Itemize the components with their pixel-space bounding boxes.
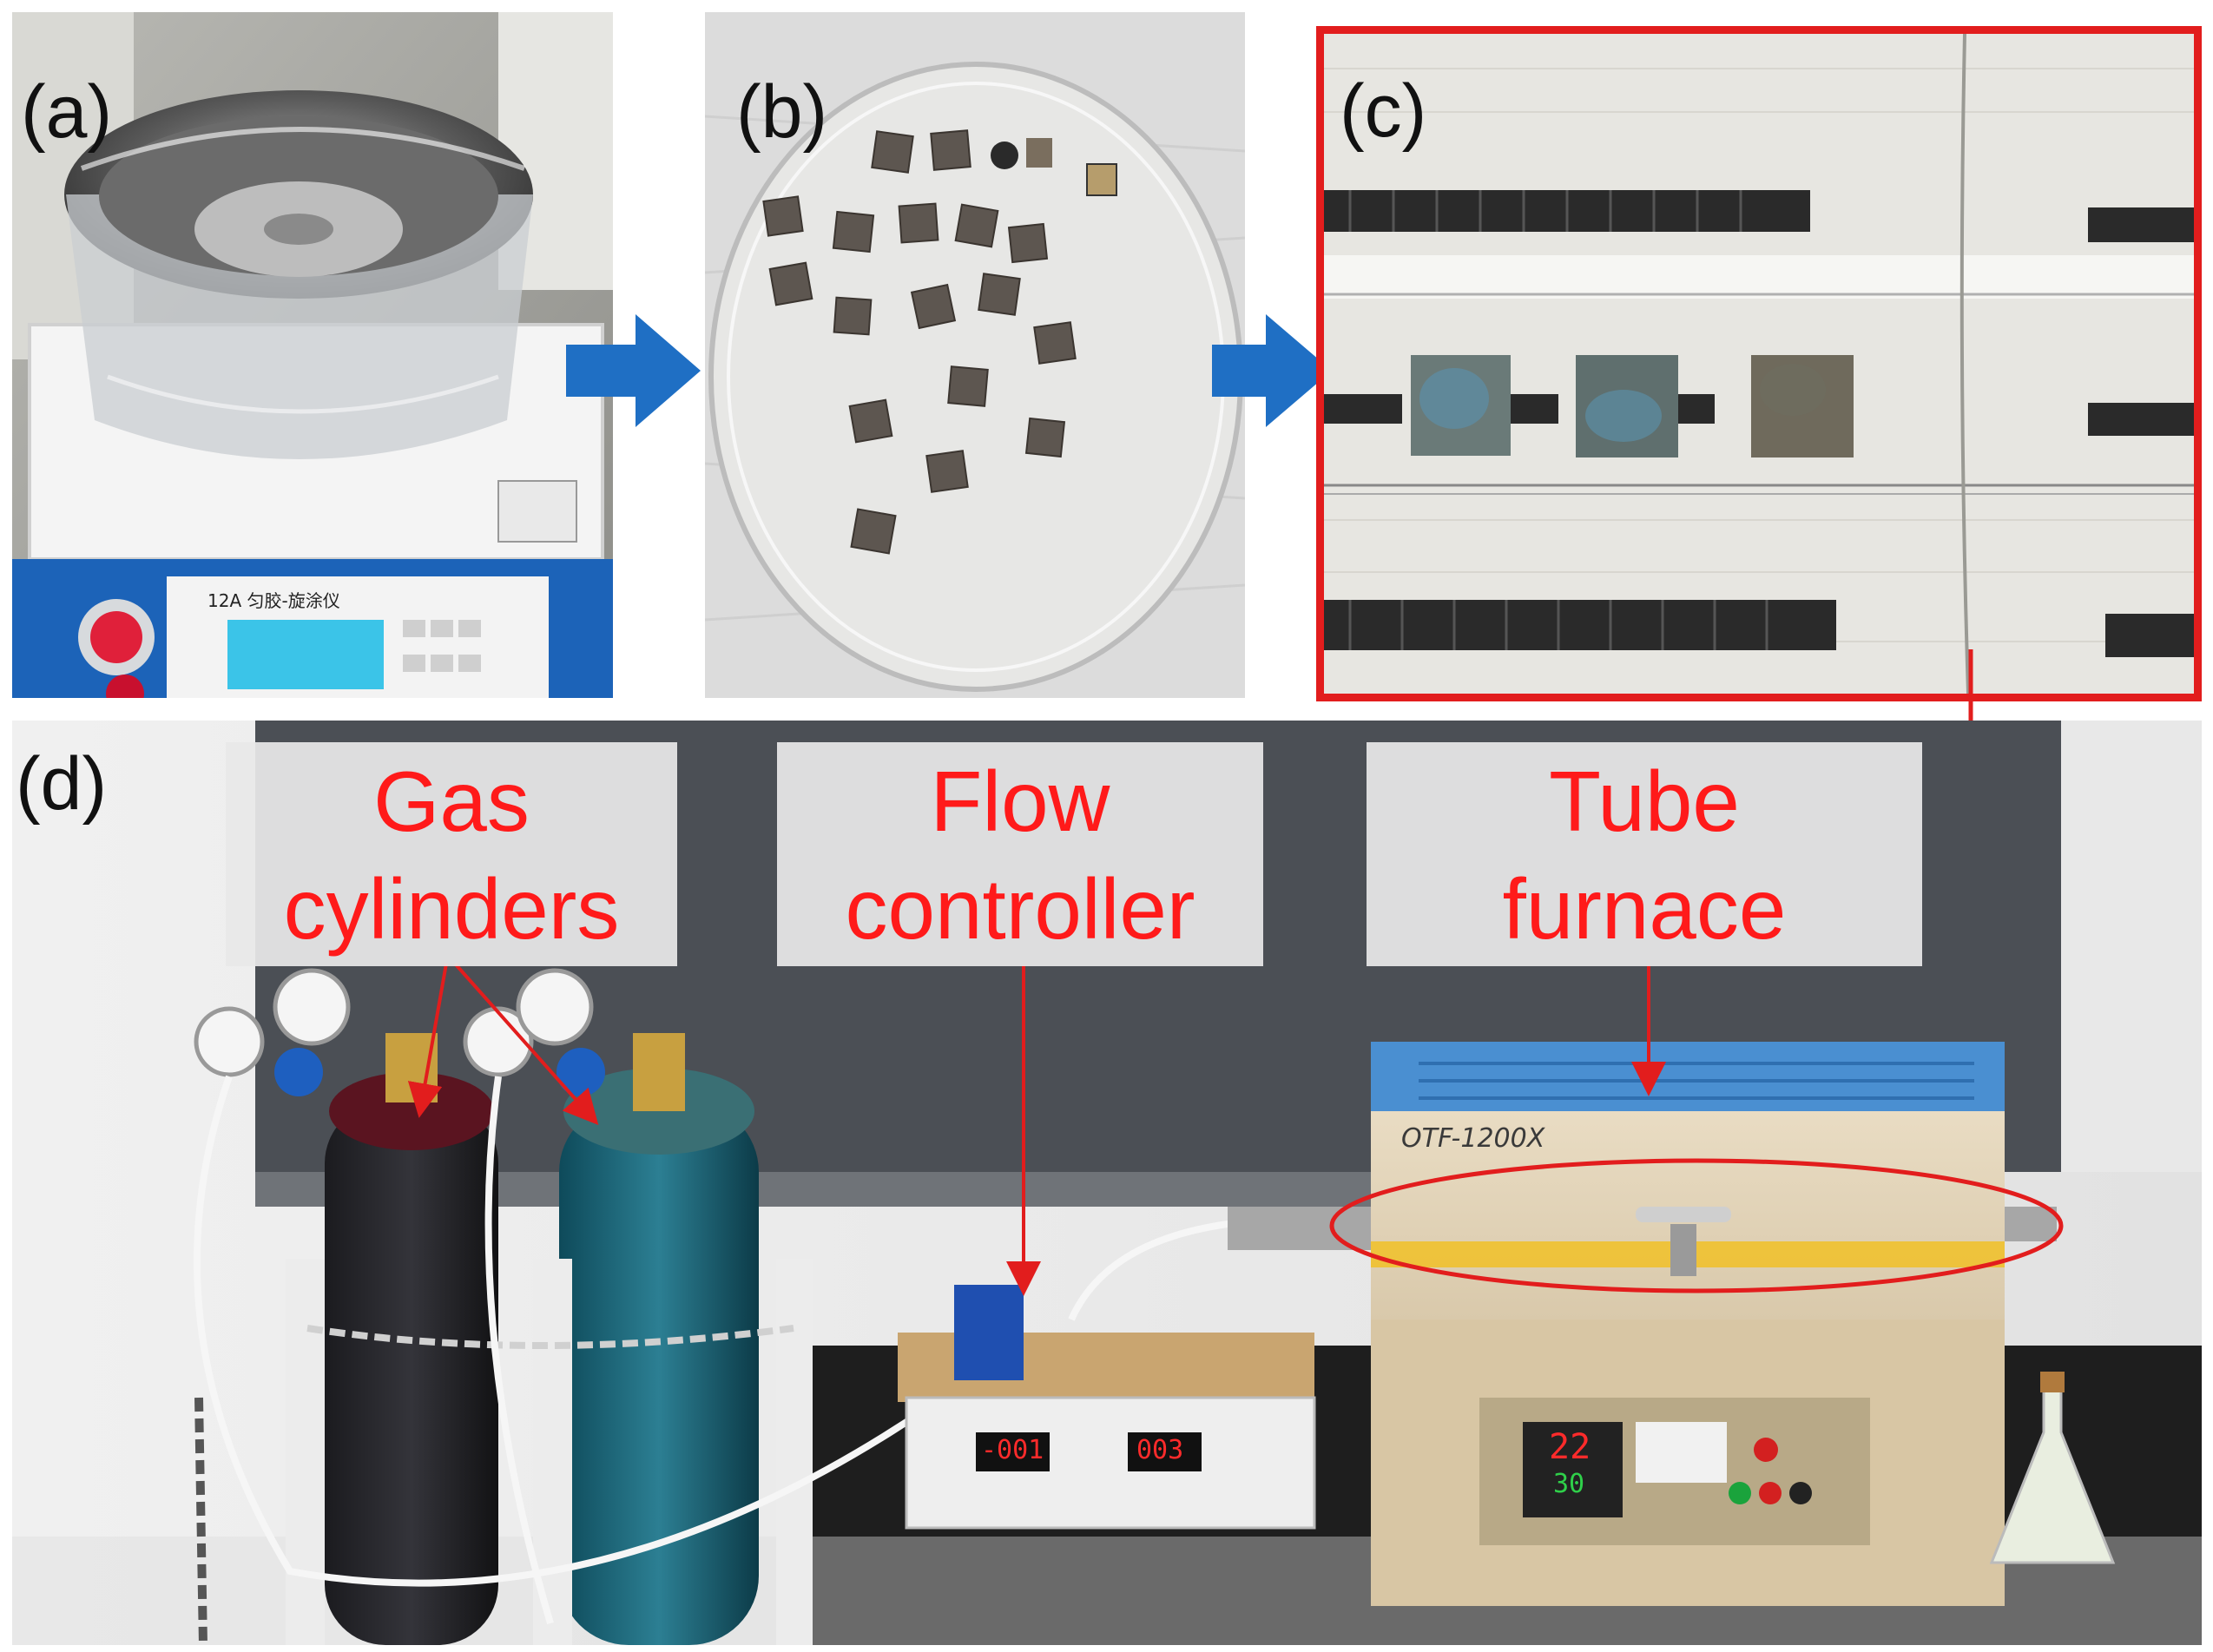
tube-furnace-line2: furnace — [1502, 861, 1787, 957]
gas-cylinders-callout: Gas cylinders — [226, 742, 677, 966]
tube-furnace-line1: Tube — [1549, 754, 1740, 849]
furnace-temp-readout-2: 30 — [1553, 1469, 1585, 1499]
panel-b-samples-petri-dish-photo: (b) — [705, 12, 1245, 698]
flow-controller-line2: controller — [845, 861, 1195, 957]
petri-dish-illustration — [705, 12, 1245, 698]
gas-cylinders-line1: Gas — [373, 754, 530, 849]
flow-readout-1: -001 — [981, 1435, 1044, 1465]
panel-b-label: (b) — [736, 70, 828, 154]
panel-a-label: (a) — [21, 70, 113, 154]
panel-d-label: (d) — [16, 742, 108, 826]
panel-c-label: (c) — [1340, 69, 1427, 153]
arrow-a-to-b-icon — [566, 314, 701, 427]
panel-a-spin-coater-photo: (a) 12A 匀胶-旋涂仪 — [12, 12, 613, 698]
furnace-brand-text: OTF-1200X — [1401, 1123, 1545, 1154]
panel-c-furnace-interior-photo: (c) — [1316, 26, 2202, 701]
furnace-interior-illustration — [1324, 34, 2194, 694]
tube-furnace-callout: Tube furnace — [1367, 742, 1922, 966]
gas-cylinders-line2: cylinders — [283, 861, 620, 957]
spin-coater-display-text: 12A 匀胶-旋涂仪 — [207, 590, 340, 611]
flow-controller-callout: Flow controller — [777, 742, 1263, 966]
flow-controller-line1: Flow — [930, 754, 1110, 849]
spin-coater-illustration — [12, 12, 613, 698]
furnace-temp-readout-1: 22 — [1549, 1427, 1591, 1467]
flow-readout-2: 003 — [1136, 1435, 1184, 1465]
annotation-arrows — [407, 962, 2064, 1296]
arrow-b-to-c-icon — [1212, 314, 1332, 427]
